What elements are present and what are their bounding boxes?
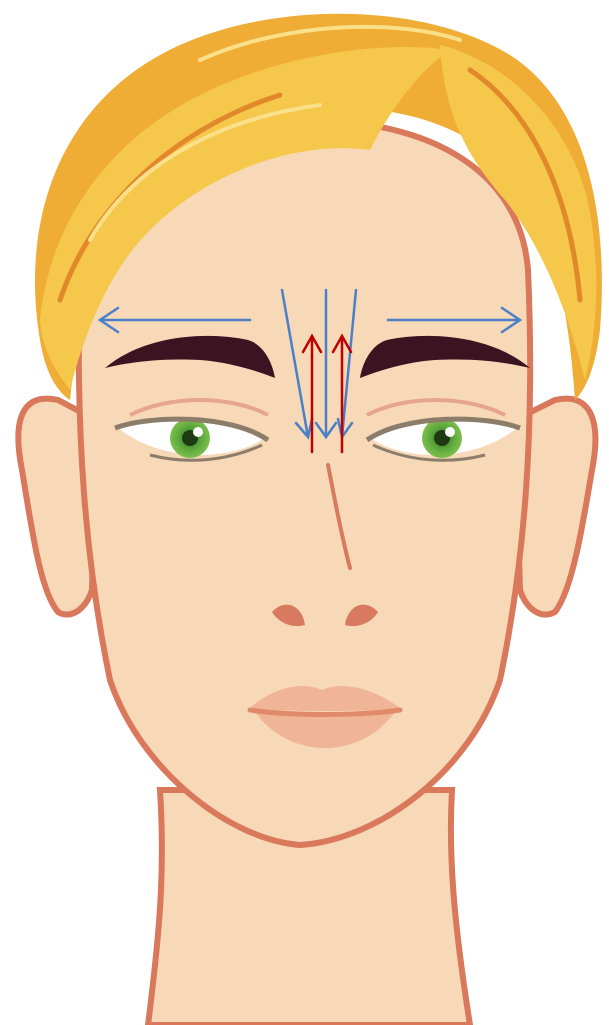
face-diagram bbox=[0, 0, 609, 1025]
face-illustration bbox=[0, 0, 609, 1025]
